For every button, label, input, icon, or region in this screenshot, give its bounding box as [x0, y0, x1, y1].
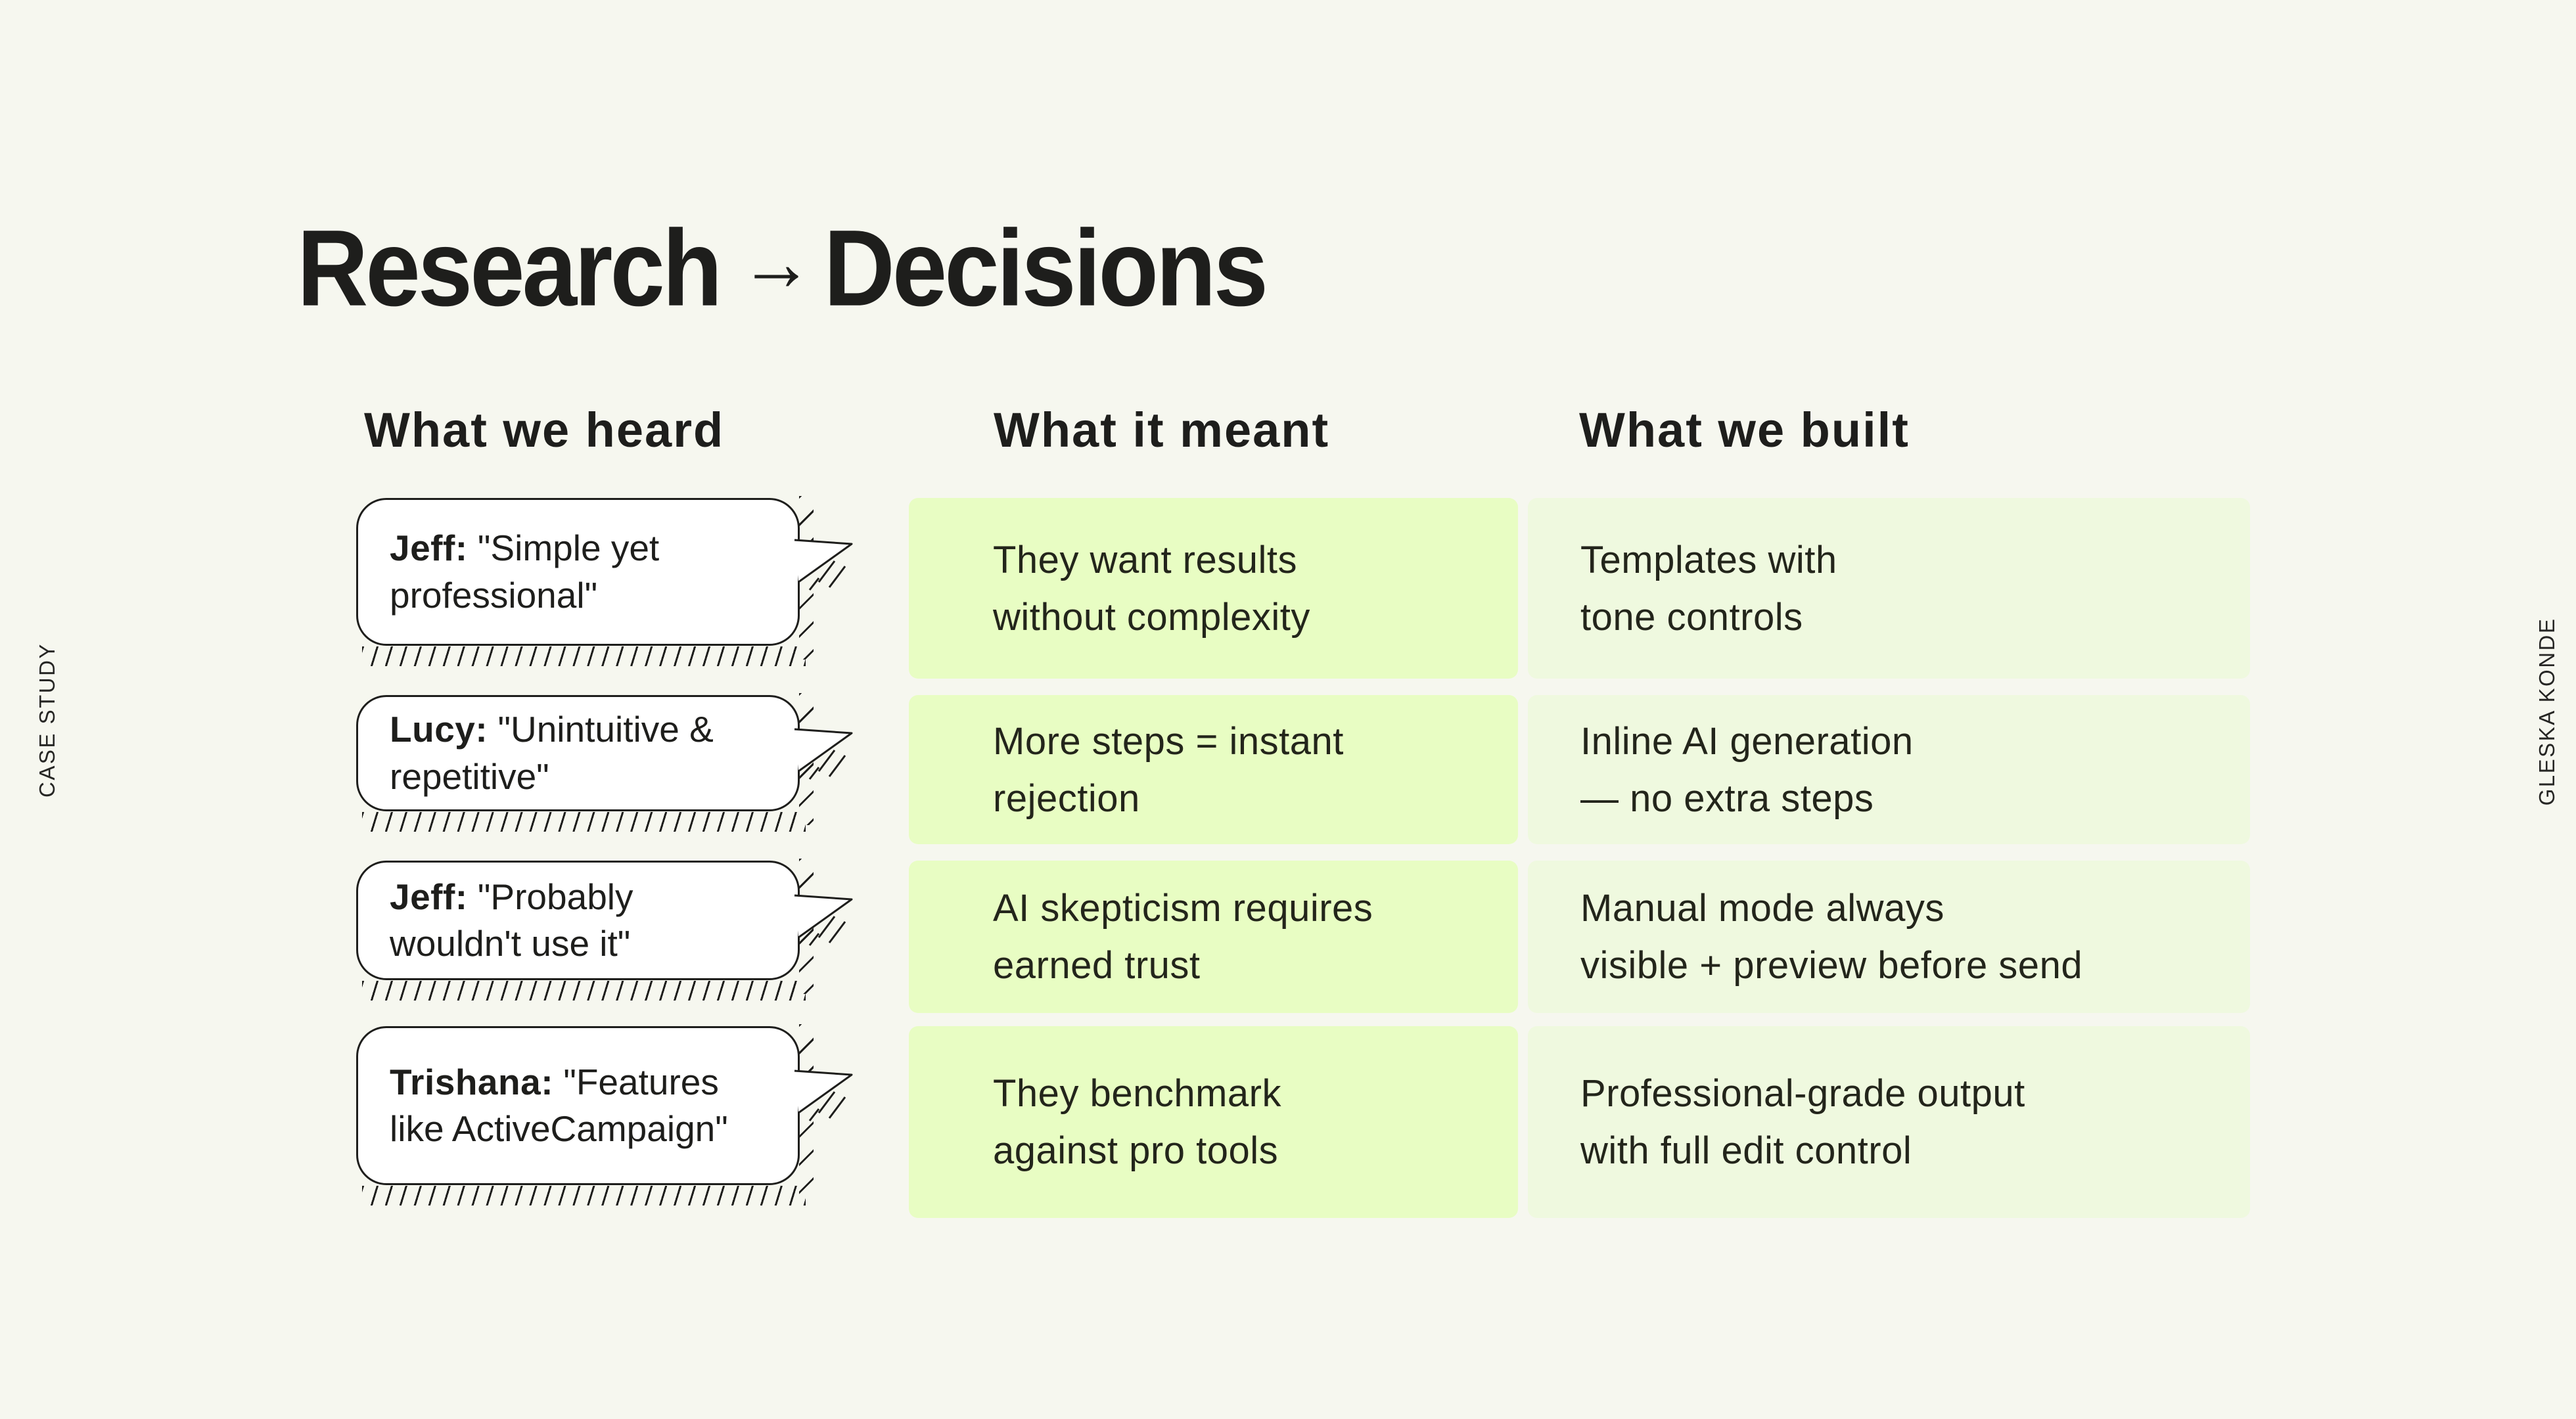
insight-cell: They want results without complexity	[909, 498, 1518, 679]
quote-bubble-trishana: Trishana: "Features like ActiveCampaign"	[356, 1024, 853, 1205]
page-title: Research→Decisions	[297, 206, 1268, 330]
speaker-name: Trishana:	[390, 1061, 554, 1102]
solution-text: Templates with tone controls	[1580, 538, 1837, 639]
insight-text: More steps = instant rejection	[993, 719, 1344, 820]
speaker-name: Jeff:	[390, 876, 468, 917]
solution-text: Professional-grade output with full edit…	[1580, 1072, 2025, 1172]
insight-cell: They benchmark against pro tools	[909, 1026, 1518, 1218]
title-word-research: Research	[297, 206, 722, 328]
insight-text: They want results without complexity	[993, 538, 1310, 639]
quote-bubble-jeff-1: Jeff: "Simple yet professional"	[356, 496, 853, 666]
column-heard: Jeff: "Simple yet professional" Lucy: "U…	[356, 496, 853, 1218]
arrow-right-icon: →	[739, 217, 814, 307]
title-word-decisions: Decisions	[823, 206, 1268, 328]
solution-text: Manual mode always visible + preview bef…	[1580, 887, 2083, 987]
bubble-row: Jeff: "Probably wouldn't use it"	[356, 859, 853, 1013]
column-heading-meant: What it meant	[994, 403, 1330, 457]
bubble-tail-icon	[794, 894, 853, 947]
quote-bubble-lucy: Lucy: "Unintuitive & repetitive"	[356, 693, 853, 832]
insight-text: AI skepticism requires earned trust	[993, 887, 1373, 987]
quote-text: "Features like ActiveCampaign"	[390, 1061, 728, 1150]
column-meant: They want results without complexity Mor…	[909, 498, 1518, 1218]
quote-text: "Probably wouldn't use it"	[390, 876, 633, 964]
quote-text: "Unintuitive & repetitive"	[390, 709, 714, 797]
quote-text: "Simple yet professional"	[390, 528, 660, 616]
solution-cell: Templates with tone controls	[1528, 498, 2250, 679]
speaker-name: Lucy:	[390, 709, 488, 750]
column-heading-built: What we built	[1579, 403, 1910, 457]
column-heading-heard: What we heard	[364, 403, 725, 457]
column-built: Templates with tone controls Inline AI g…	[1528, 498, 2250, 1218]
bubble-row: Trishana: "Features like ActiveCampaign"	[356, 1024, 853, 1218]
solution-cell: Inline AI generation — no extra steps	[1528, 695, 2250, 844]
solution-cell: Manual mode always visible + preview bef…	[1528, 861, 2250, 1013]
solution-cell: Professional-grade output with full edit…	[1528, 1026, 2250, 1218]
bubble-tail-icon	[794, 728, 853, 780]
bubble-row: Lucy: "Unintuitive & repetitive"	[356, 693, 853, 844]
insight-text: They benchmark against pro tools	[993, 1072, 1281, 1172]
case-study-side-label: CASE STUDY	[35, 642, 59, 798]
insight-cell: More steps = instant rejection	[909, 695, 1518, 844]
speaker-name: Jeff:	[390, 528, 468, 568]
quote-bubble-jeff-2: Jeff: "Probably wouldn't use it"	[356, 859, 853, 1001]
bubble-tail-icon	[794, 1070, 853, 1121]
author-side-label: GLESKA KONDE	[2535, 617, 2559, 806]
bubble-tail-icon	[794, 539, 853, 591]
insight-cell: AI skepticism requires earned trust	[909, 861, 1518, 1013]
bubble-row: Jeff: "Simple yet professional"	[356, 496, 853, 679]
solution-text: Inline AI generation — no extra steps	[1580, 719, 1914, 820]
